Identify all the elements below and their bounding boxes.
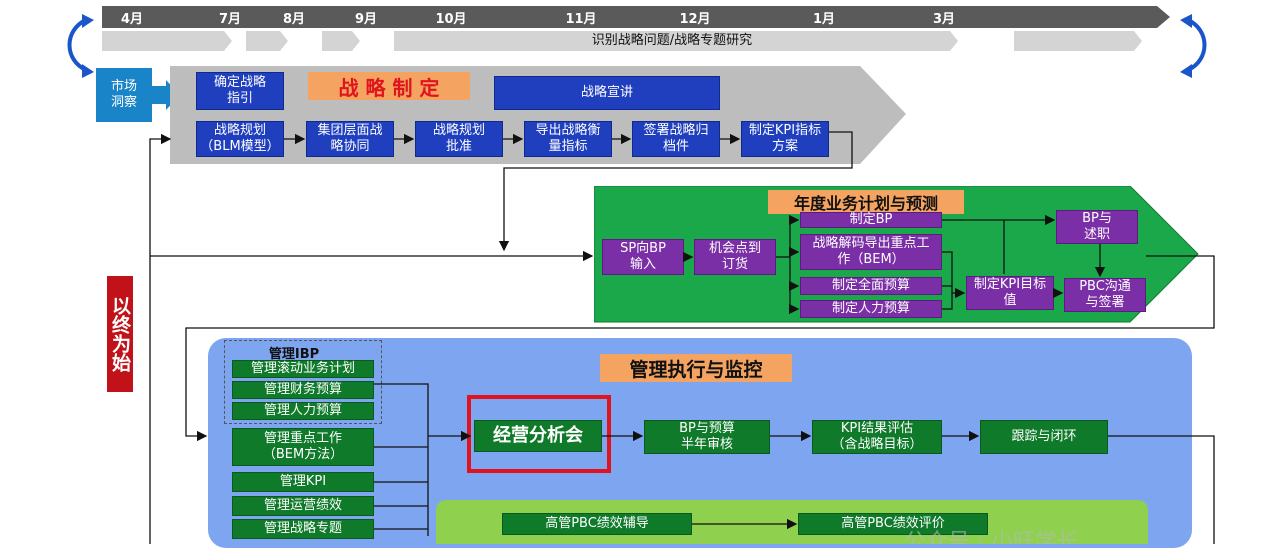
ibp-group: [224, 340, 382, 424]
execution-banner: 管理执行与监控: [600, 354, 792, 382]
strategy-step-4: 导出战略衡 量指标: [524, 121, 612, 157]
opportunity-box: 机会点到 订货: [694, 239, 776, 275]
manage-ops-box: 管理运营绩效: [232, 496, 374, 516]
budget-box: 制定全面预算: [800, 277, 942, 295]
timeline-bar: [102, 6, 1170, 28]
month-9: 9月: [354, 11, 378, 27]
bp-review-box: BP与预算 半年审核: [644, 420, 770, 454]
market-insight-box: 市场 洞察: [96, 68, 152, 122]
loop-arrow-right-icon: [1180, 14, 1207, 78]
ibp-item-2: 管理财务预算: [232, 381, 374, 399]
annual-banner: 年度业务计划与预测: [768, 190, 964, 214]
track-close-box: 跟踪与闭环: [980, 420, 1108, 454]
ibp-item-3: 管理人力预算: [232, 402, 374, 420]
bp-report-box: BP与 述职: [1056, 210, 1138, 244]
bem-box: 战略解码导出重点工 作（BEM）: [800, 234, 942, 270]
month-4: 4月: [120, 11, 144, 27]
ibp-title: 管理IBP: [268, 347, 320, 362]
ibp-item-1: 管理滚动业务计划: [232, 360, 374, 378]
manage-bem-box: 管理重点工作 （BEM方法）: [232, 428, 374, 466]
bp-box: 制定BP: [800, 212, 942, 228]
manage-topics-box: 管理战略专题: [232, 519, 374, 539]
hr-budget-box: 制定人力预算: [800, 300, 942, 318]
month-12: 12月: [679, 11, 711, 27]
business-analysis-box: 经营分析会: [474, 420, 602, 452]
month-1: 1月: [812, 11, 836, 27]
vertical-goal-label: 以终为始: [107, 276, 133, 392]
month-3: 3月: [932, 11, 956, 27]
pbc-box: PBC沟通 与签署: [1064, 278, 1146, 312]
confirm-strategy-box: 确定战略 指引: [196, 72, 284, 110]
research-track: [102, 31, 1142, 51]
strategy-step-1: 战略规划 （BLM模型）: [196, 121, 284, 157]
timeline: 4月 7月 8月 9月 10月 11月 12月 1月 3月: [102, 6, 1172, 28]
kpi-eval-box: KPI结果评估 （含战略目标）: [812, 420, 942, 454]
strategy-propagate-box: 战略宣讲: [494, 76, 720, 110]
manage-kpi-box: 管理KPI: [232, 472, 374, 492]
pbc-eval-box: 高管PBC绩效评价: [798, 513, 988, 535]
strategy-step-6: 制定KPI指标 方案: [741, 121, 829, 157]
strategy-banner: 战 略 制 定: [308, 72, 470, 100]
kpi-target-box: 制定KPI目标 值: [966, 276, 1054, 310]
strategy-step-3: 战略规划 批准: [415, 121, 503, 157]
month-7: 7月: [218, 11, 242, 27]
sp-bp-box: SP向BP 输入: [602, 239, 684, 275]
watermark: 公众号 · 小旺学长: [904, 530, 1079, 544]
loop-arrow-left-icon: [67, 14, 94, 78]
month-10: 10月: [435, 11, 467, 27]
month-11: 11月: [565, 11, 597, 27]
pbc-coach-box: 高管PBC绩效辅导: [502, 513, 692, 535]
month-8: 8月: [282, 11, 306, 27]
strategy-step-5: 签署战略归 档件: [632, 121, 720, 157]
strategy-step-2: 集团层面战 略协同: [306, 121, 394, 157]
research-track-label: 识别战略问题/战略专题研究: [591, 33, 753, 48]
